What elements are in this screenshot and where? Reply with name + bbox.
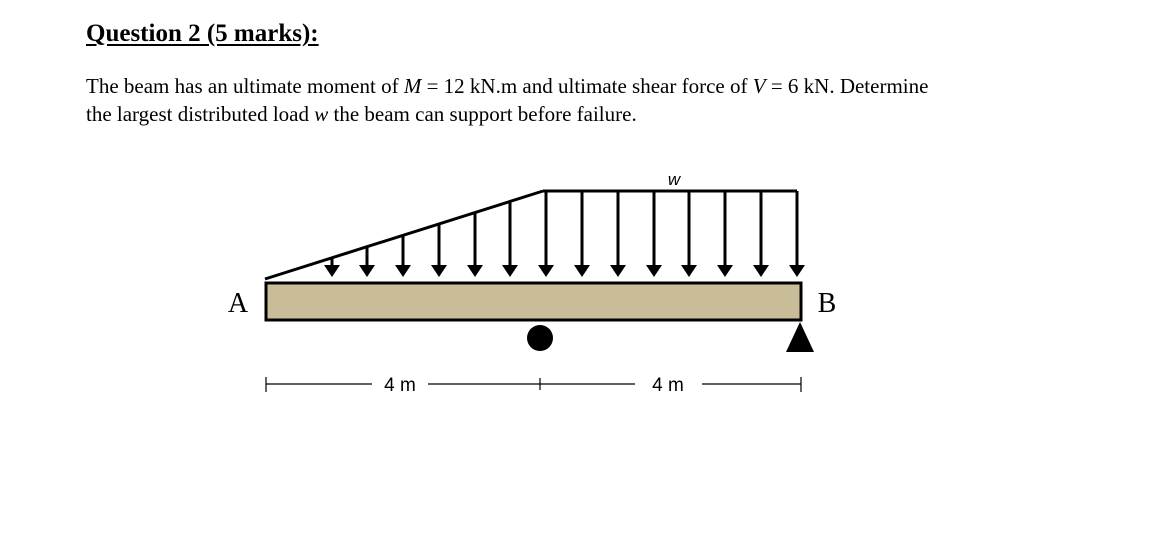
load-arrow-head [538, 265, 554, 277]
question-line-1: The beam has an ultimate moment of M = 1… [86, 72, 1086, 100]
beam [264, 281, 803, 322]
moment-symbol: M [403, 74, 422, 98]
load-arrow-head [395, 265, 411, 277]
pin-support [786, 322, 814, 352]
question-text-part: the beam can support before failure. [328, 102, 637, 126]
load-arrow-head [431, 265, 447, 277]
question-heading: Question 2 (5 marks): [86, 20, 319, 47]
load-arrow-head [324, 265, 340, 277]
load-arrow-head [610, 265, 626, 277]
load-arrow-head [789, 265, 805, 277]
load-arrow-head [359, 265, 375, 277]
load-arrows [324, 191, 805, 277]
load-arrow-head [467, 265, 483, 277]
load-arrow-head [646, 265, 662, 277]
dimension-line [265, 377, 802, 392]
load-label: w [668, 170, 682, 189]
question-line-2: the largest distributed load w the beam … [86, 100, 1086, 128]
load-arrow-head [681, 265, 697, 277]
question-text-part: = 12 kN.m and ultimate shear force of [421, 74, 753, 98]
question-text: The beam has an ultimate moment of M = 1… [86, 72, 1086, 128]
question-text-part: = 6 kN. Determine [765, 74, 929, 98]
end-b-label: B [818, 288, 837, 319]
roller-support [527, 325, 553, 351]
question-text-part: The beam has an ultimate moment of [86, 74, 404, 98]
load-ramp-line [264, 189, 544, 281]
load-symbol: w [314, 102, 329, 126]
span-2-label: 4 m [652, 375, 684, 396]
end-a-label: A [228, 288, 249, 319]
shear-symbol: V [752, 74, 766, 98]
question-text-part: the largest distributed load [86, 102, 315, 126]
load-arrow-head [717, 265, 733, 277]
load-arrow-head [502, 265, 518, 277]
span-1-label: 4 m [384, 375, 416, 396]
load-arrow-head [753, 265, 769, 277]
load-arrow-head [574, 265, 590, 277]
